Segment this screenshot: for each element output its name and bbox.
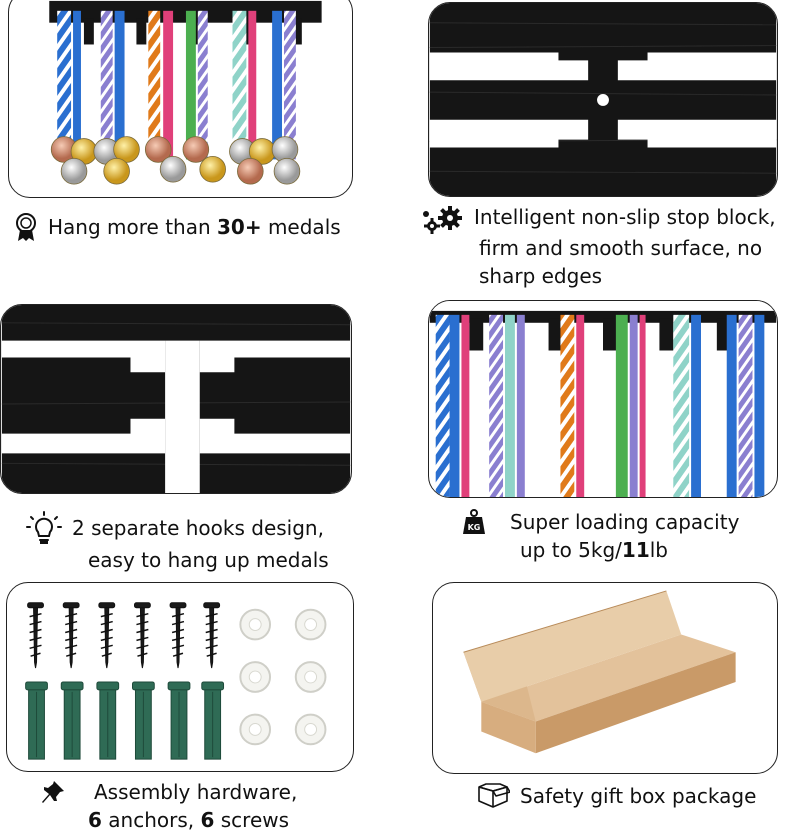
feature-hardware-line2: 6 anchors, 6 screws bbox=[88, 808, 290, 832]
feature-loading-capacity: KG Super loading capacity up to 5kg/11lb bbox=[462, 508, 739, 564]
feature-gift-box: Safety gift box package bbox=[476, 782, 756, 810]
gears-icon bbox=[420, 206, 464, 234]
feature-stop-block: Intelligent non-slip stop block, firm an… bbox=[420, 200, 776, 290]
feature-medal-count-text: Hang more than 30+ medals bbox=[48, 215, 341, 239]
box-icon bbox=[476, 783, 510, 809]
feature-hooks: 2 separate hooks design, easy to hang up… bbox=[26, 510, 329, 574]
feature-hardware: Assembly hardware, 6 anchors, 6 screws bbox=[40, 778, 297, 834]
hooks-illustration bbox=[1, 305, 351, 493]
feature-stop-block-line3: sharp edges bbox=[479, 264, 603, 288]
feature-loading-capacity-line1: Super loading capacity bbox=[510, 510, 740, 534]
feature-hooks-line1: 2 separate hooks design, bbox=[72, 516, 324, 540]
medal-icon bbox=[14, 212, 38, 242]
assembly-hardware-photo bbox=[6, 582, 354, 772]
stop-block-illustration bbox=[429, 3, 777, 196]
svg-text:KG: KG bbox=[468, 523, 481, 532]
loading-capacity-photo bbox=[428, 300, 778, 498]
feature-gift-box-text: Safety gift box package bbox=[520, 784, 757, 808]
lightbulb-icon bbox=[26, 510, 62, 546]
feature-hooks-line2: easy to hang up medals bbox=[88, 548, 329, 572]
feature-hardware-line1: Assembly hardware, bbox=[94, 780, 298, 804]
medal-hanger-illustration bbox=[49, 0, 322, 185]
feature-stop-block-line1: Intelligent non-slip stop block, bbox=[474, 205, 776, 229]
medal-hanger-photo bbox=[8, 0, 353, 198]
stop-block-photo bbox=[428, 2, 778, 197]
hardware-illustration bbox=[25, 602, 327, 760]
hooks-photo bbox=[0, 304, 352, 494]
ribbons-illustration bbox=[429, 301, 777, 497]
box-illustration bbox=[463, 590, 736, 754]
feature-medal-count: Hang more than 30+ medals bbox=[14, 212, 341, 242]
weight-icon: KG bbox=[462, 509, 486, 535]
feature-stop-block-line2: firm and smooth surface, no bbox=[479, 236, 763, 260]
pushpin-icon bbox=[40, 779, 66, 805]
gift-box-photo bbox=[432, 582, 778, 774]
feature-loading-capacity-line2: up to 5kg/11lb bbox=[520, 538, 669, 562]
